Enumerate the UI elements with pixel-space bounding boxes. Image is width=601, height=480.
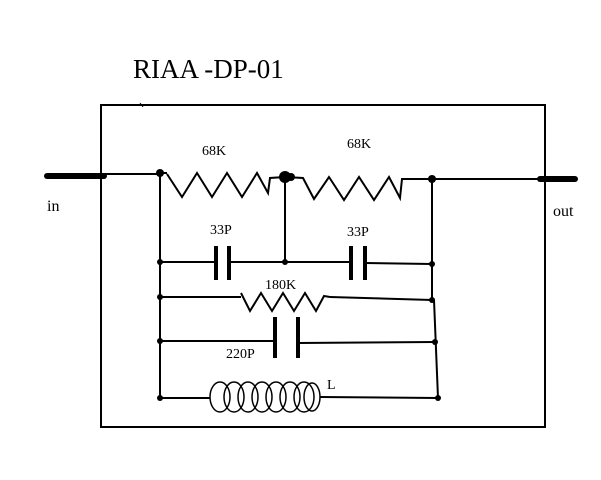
row2-wire-c — [364, 262, 433, 265]
resistor-68k-left-label: 68K — [202, 144, 226, 159]
capacitor-220p-label: 220P — [226, 347, 255, 362]
output-terminal-label: out — [553, 203, 574, 220]
resistor-68k-left — [166, 171, 286, 199]
junction-dot — [282, 259, 288, 265]
right-bus-lower — [433, 299, 439, 399]
junction-dot — [279, 171, 291, 183]
resistor-180k-label: 180K — [265, 278, 296, 293]
row3-wire-b — [329, 296, 433, 301]
junction-dot — [157, 395, 163, 401]
junction-dot — [429, 261, 435, 267]
enclosure-box — [100, 104, 546, 428]
row4-wire-b — [297, 341, 436, 344]
inductor-label: L — [327, 378, 336, 393]
junction-dot — [156, 169, 164, 177]
junction-dot — [287, 173, 295, 181]
enclosure-tick — [139, 102, 144, 108]
junction-dot — [429, 297, 435, 303]
row5-wire-b — [319, 396, 439, 399]
diagram-title: RIAA -DP-01 — [133, 54, 284, 84]
capacitor-33p-left-label: 33P — [210, 223, 232, 238]
resistor-68k-right — [284, 175, 432, 202]
capacitor-33p-right-label: 33P — [347, 225, 369, 240]
resistor-68k-right-label: 68K — [347, 137, 371, 152]
junction-dots — [156, 169, 441, 401]
junction-dot — [428, 175, 436, 183]
junction-dot — [432, 339, 438, 345]
resistor-180k — [240, 291, 331, 314]
junction-dot — [157, 338, 163, 344]
junction-dot — [157, 294, 163, 300]
input-terminal-label: in — [47, 198, 59, 215]
junction-dot — [435, 395, 441, 401]
junction-dot — [157, 259, 163, 265]
inductor-coil — [209, 381, 321, 413]
